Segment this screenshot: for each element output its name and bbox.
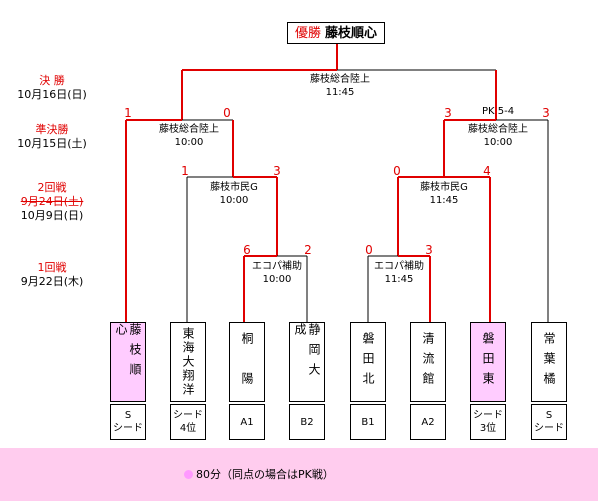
team-name-4: 静岡大成 xyxy=(293,323,321,383)
venue-second-right: 藤枝市民G 11:45 xyxy=(406,181,482,207)
score-second-right-a: 0 xyxy=(393,164,401,178)
team-name-7: 磐田東 xyxy=(481,332,495,392)
team-box-3: 桐 陽 xyxy=(229,322,265,402)
venue-semi-right: 藤枝総合陸上 10:00 xyxy=(457,123,539,149)
round-semi: 準決勝 10月15日(土) xyxy=(10,123,94,151)
score-second-left-a: 1 xyxy=(181,164,189,178)
score-first-left-a: 6 xyxy=(243,243,251,257)
round-second-old-date: 9月24日(土) xyxy=(20,195,84,208)
team-box-6: 清流館 xyxy=(410,322,446,402)
team-name-5: 磐田北 xyxy=(361,332,375,392)
venue-second-right-place: 藤枝市民G xyxy=(420,182,468,193)
score-first-left-b: 2 xyxy=(304,243,312,257)
team-box-1: 藤枝順心 xyxy=(110,322,146,402)
team-box-7: 磐田東 xyxy=(470,322,506,402)
seed-box-7: シード 3位 xyxy=(470,404,506,440)
round-first-date: 9月22日(木) xyxy=(20,275,84,288)
bullet-dot-icon xyxy=(184,470,193,479)
footer-band xyxy=(0,448,598,501)
round-final-date: 10月16日(日) xyxy=(17,88,87,101)
seed-7: シード 3位 xyxy=(473,410,503,434)
venue-second-right-time: 11:45 xyxy=(429,195,459,206)
team-box-2: 東海大翔洋 xyxy=(170,322,206,402)
venue-semi-right-time: 10:00 xyxy=(483,137,513,148)
round-second: 2回戦 9月24日(土) 10月9日(日) xyxy=(10,181,94,223)
match-note: 80分（同点の場合はPK戦） xyxy=(184,468,334,482)
venue-second-left-place: 藤枝市民G xyxy=(210,182,258,193)
score-first-right-a: 0 xyxy=(365,243,373,257)
seed-box-3: A1 xyxy=(229,404,265,440)
score-semi-left-b: 0 xyxy=(223,106,231,120)
team-name-6: 清流館 xyxy=(421,332,435,392)
seed-2: シード 4位 xyxy=(173,410,203,434)
seed-8: S シード xyxy=(534,410,564,434)
seed-4: B2 xyxy=(300,416,314,428)
team-box-4: 静岡大成 xyxy=(289,322,325,402)
score-final-left: 1 xyxy=(124,106,132,120)
venue-first-right-place: エコパ補助 xyxy=(374,261,424,272)
score-final-pk: PK 5-4 xyxy=(482,106,515,117)
score-second-left-b: 3 xyxy=(273,164,281,178)
venue-final-place: 藤枝総合陸上 xyxy=(310,74,370,85)
venue-semi-left: 藤枝総合陸上 10:00 xyxy=(148,123,230,149)
score-first-right-b: 3 xyxy=(425,243,433,257)
venue-semi-left-place: 藤枝総合陸上 xyxy=(159,124,219,135)
seed-box-1: S シード xyxy=(110,404,146,440)
seed-box-6: A2 xyxy=(410,404,446,440)
seed-3: A1 xyxy=(240,416,254,428)
round-first: 1回戦 9月22日(木) xyxy=(10,261,94,289)
team-name-2: 東海大翔洋 xyxy=(181,327,195,397)
round-second-date: 10月9日(日) xyxy=(20,209,84,222)
round-final: 決 勝 10月16日(日) xyxy=(10,74,94,102)
team-name-3: 桐 陽 xyxy=(240,332,254,392)
venue-second-left: 藤枝市民G 10:00 xyxy=(196,181,272,207)
venue-semi-left-time: 10:00 xyxy=(174,137,204,148)
score-final-right: 3 xyxy=(542,106,550,120)
team-box-5: 磐田北 xyxy=(350,322,386,402)
seed-box-4: B2 xyxy=(289,404,325,440)
champion-box: 優勝藤枝順心 xyxy=(287,22,385,44)
round-semi-name: 準決勝 xyxy=(35,123,69,136)
venue-second-left-time: 10:00 xyxy=(219,195,249,206)
round-first-name: 1回戦 xyxy=(37,261,67,274)
venue-final: 藤枝総合陸上 11:45 xyxy=(299,73,381,99)
seed-5: B1 xyxy=(361,416,375,428)
champion-name: 藤枝順心 xyxy=(325,26,378,41)
team-name-1: 藤枝順心 xyxy=(114,323,142,383)
venue-first-left-time: 10:00 xyxy=(262,274,292,285)
seed-box-2: シード 4位 xyxy=(170,404,206,440)
venue-final-time: 11:45 xyxy=(325,87,355,98)
seed-1: S シード xyxy=(113,410,143,434)
team-box-8: 常葉橘 xyxy=(531,322,567,402)
match-note-text: 80分（同点の場合はPK戦） xyxy=(196,468,334,481)
venue-first-left-place: エコパ補助 xyxy=(252,261,302,272)
champion-label: 優勝 xyxy=(294,26,321,41)
seed-6: A2 xyxy=(421,416,435,428)
venue-first-right-time: 11:45 xyxy=(384,274,414,285)
round-final-name: 決 勝 xyxy=(39,74,65,87)
venue-first-right: エコパ補助 11:45 xyxy=(370,260,428,286)
round-second-name: 2回戦 xyxy=(37,181,67,194)
score-second-right-b: 4 xyxy=(483,164,491,178)
round-semi-date: 10月15日(土) xyxy=(17,137,87,150)
seed-box-5: B1 xyxy=(350,404,386,440)
score-semi-right-a: 3 xyxy=(444,106,452,120)
venue-first-left: エコパ補助 10:00 xyxy=(248,260,306,286)
seed-box-8: S シード xyxy=(531,404,567,440)
venue-semi-right-place: 藤枝総合陸上 xyxy=(468,124,528,135)
team-name-8: 常葉橘 xyxy=(542,332,556,392)
